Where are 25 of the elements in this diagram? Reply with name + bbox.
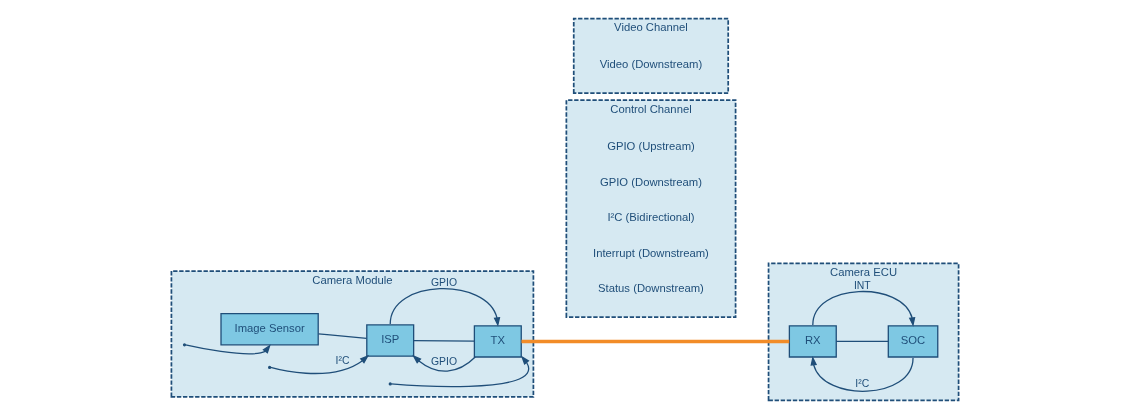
label: I²C (Bidirectional) bbox=[607, 211, 695, 224]
arrow bbox=[389, 288, 501, 327]
edge-label: GPIO bbox=[431, 277, 458, 289]
label: Interrupt (Downstream) bbox=[593, 246, 709, 259]
edge-label: I²C bbox=[855, 378, 870, 390]
node-box: SOC bbox=[887, 325, 939, 358]
connector bbox=[521, 339, 790, 344]
arrow bbox=[270, 354, 370, 375]
arrow bbox=[812, 290, 916, 327]
label: GPIO (Upstream) bbox=[607, 139, 695, 152]
node-box: Image Sensor bbox=[220, 313, 319, 346]
label: GPIO (Downstream) bbox=[599, 175, 702, 188]
label: Video (Downstream) bbox=[599, 58, 703, 71]
arrow bbox=[810, 355, 914, 392]
connector bbox=[413, 340, 475, 342]
node-box: TX bbox=[473, 325, 522, 358]
node-box: RX bbox=[788, 325, 837, 358]
edge-label: I²C bbox=[335, 355, 350, 367]
connector bbox=[835, 340, 889, 343]
arrow bbox=[412, 354, 476, 372]
node-box: ISP bbox=[366, 324, 415, 357]
label: Status (Downstream) bbox=[598, 282, 704, 295]
edge-label: INT bbox=[853, 279, 871, 291]
connector bbox=[317, 333, 368, 339]
edge-label: GPIO bbox=[431, 356, 458, 368]
